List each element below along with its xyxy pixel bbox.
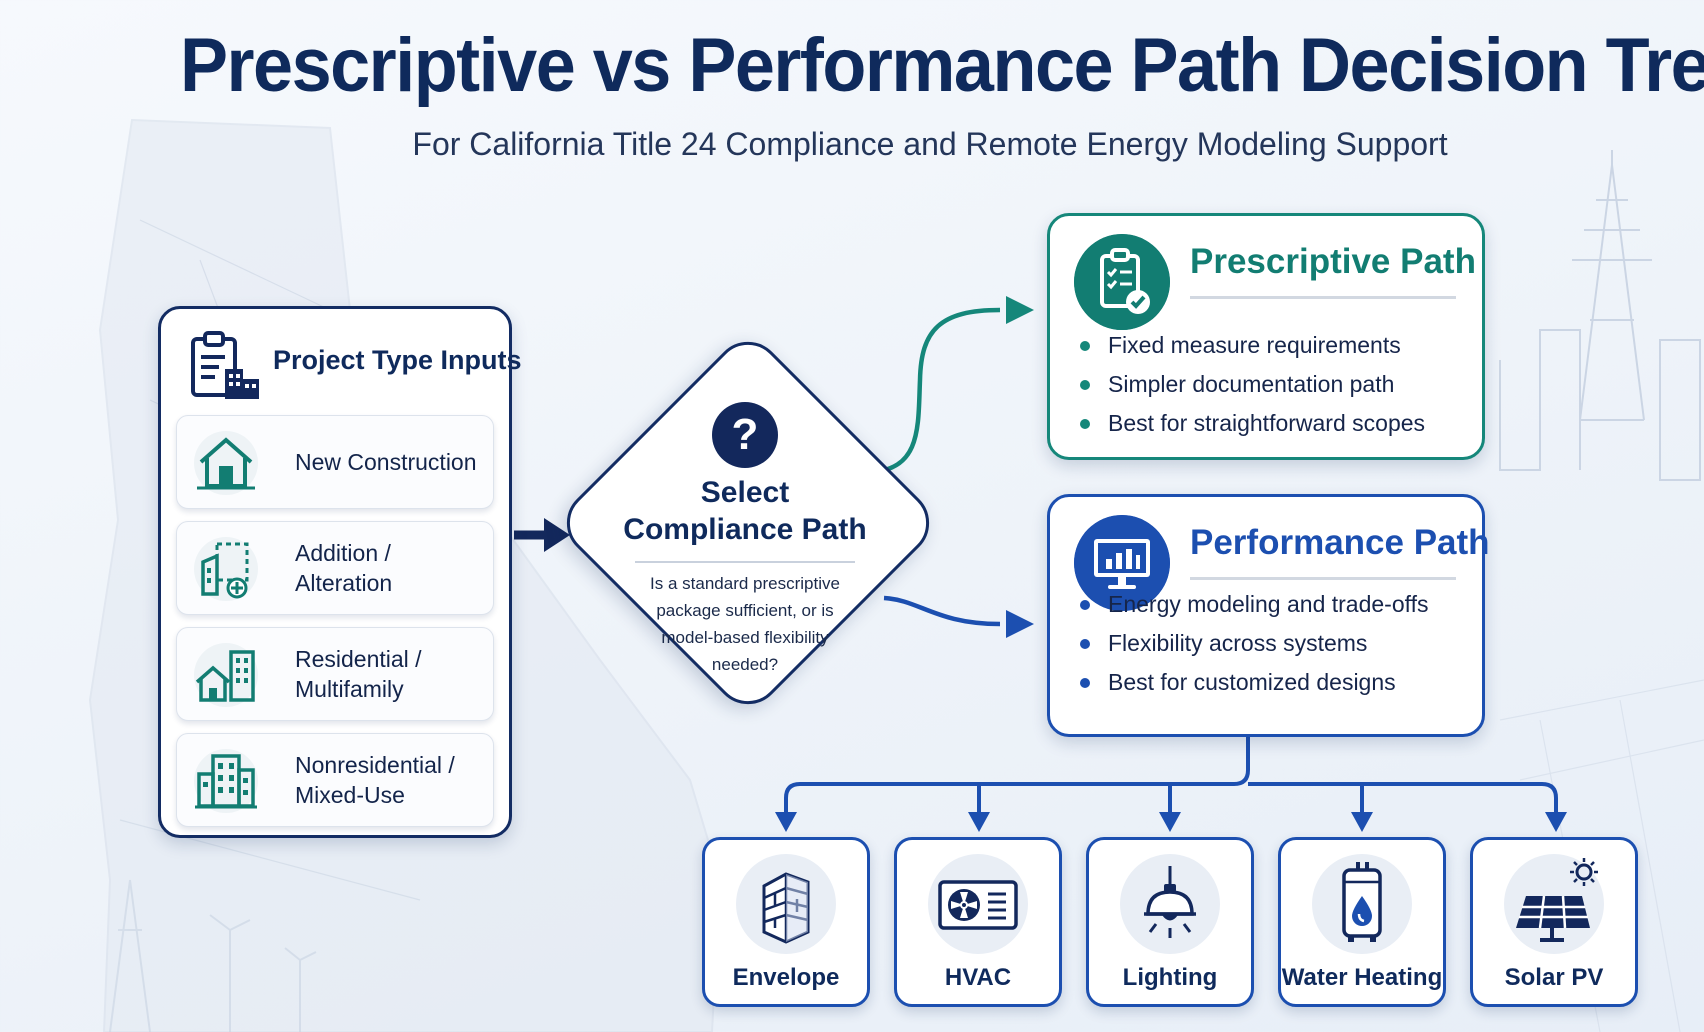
system-label: HVAC [944, 964, 1012, 991]
input-label: New Construction [295, 449, 477, 475]
system-card-water-heating: Water Heating [1278, 837, 1446, 1007]
bullet-item: Energy modeling and trade-offs [1078, 585, 1429, 624]
input-residential-multifamily: Residential / Multifamily [176, 627, 494, 721]
performance-path-title: Performance Path [1190, 523, 1490, 562]
input-label: Nonresidential / Mixed-Use [295, 752, 455, 808]
performance-path-box: Performance Path Energy modeling and tra… [1047, 494, 1490, 737]
project-type-inputs-panel: Project Type Inputs New Construction Add… [158, 306, 522, 838]
input-new-construction: New Construction [176, 415, 494, 509]
bullet-item: Best for customized designs [1078, 663, 1429, 702]
system-label: Lighting [1122, 964, 1218, 991]
decision-title: Select Compliance Path [623, 476, 867, 546]
bullet-item: Best for straightforward scopes [1078, 404, 1425, 443]
decision-question: Is a standard prescriptive package suffi… [650, 574, 840, 674]
bullet-item: Simpler documentation path [1078, 365, 1425, 404]
input-addition-alteration: Addition / Alteration [176, 521, 494, 615]
system-card-envelope: Envelope [702, 837, 870, 1007]
input-label: Residential / Multifamily [295, 646, 422, 702]
inputs-panel-title: Project Type Inputs [273, 345, 522, 375]
pendant-lamp-icon [1120, 854, 1220, 954]
prescriptive-path-title: Prescriptive Path [1190, 242, 1476, 281]
system-label: Solar PV [1504, 964, 1604, 991]
performance-divider [1190, 577, 1456, 580]
clipboard-building-icon [191, 331, 259, 399]
system-label: Water Heating [1281, 964, 1443, 991]
input-nonresidential-mixed-use: Nonresidential / Mixed-Use [176, 733, 494, 827]
brick-wall-icon [736, 854, 836, 954]
input-label: Addition / Alteration [295, 540, 393, 596]
office-building-icon [194, 749, 258, 813]
residential-icon [194, 643, 258, 707]
prescriptive-path-box: Prescriptive Path Fixed measure requirem… [1047, 213, 1485, 460]
prescriptive-bullets: Fixed measure requirements Simpler docum… [1078, 326, 1425, 443]
page-title: Prescriptive vs Performance Path Decisio… [180, 23, 1704, 108]
system-label: Envelope [732, 964, 840, 991]
monitor-chart-icon [1074, 515, 1170, 611]
question-mark-icon: ? [712, 402, 778, 468]
bullet-item: Fixed measure requirements [1078, 326, 1425, 365]
system-card-hvac: HVAC [894, 837, 1062, 1007]
prescriptive-divider [1190, 296, 1456, 299]
bullet-item: Flexibility across systems [1078, 624, 1429, 663]
performance-bullets: Energy modeling and trade-offs Flexibili… [1078, 585, 1429, 702]
house-icon [194, 431, 258, 495]
building-addition-icon [194, 537, 258, 601]
solar-panel-icon [1504, 854, 1604, 954]
decision-to-prescriptive-arrow [869, 307, 1001, 475]
hvac-unit-icon [928, 854, 1028, 954]
decision-divider [635, 561, 855, 563]
performance-to-systems-branches [784, 737, 1558, 816]
page-subtitle: For California Title 24 Compliance and R… [412, 126, 1448, 162]
system-card-solar-pv: Solar PV [1470, 837, 1638, 1007]
water-heater-icon [1312, 854, 1412, 954]
decision-to-performance-arrow [883, 595, 1001, 627]
system-card-lighting: Lighting [1086, 837, 1254, 1007]
clipboard-check-icon [1074, 234, 1170, 330]
